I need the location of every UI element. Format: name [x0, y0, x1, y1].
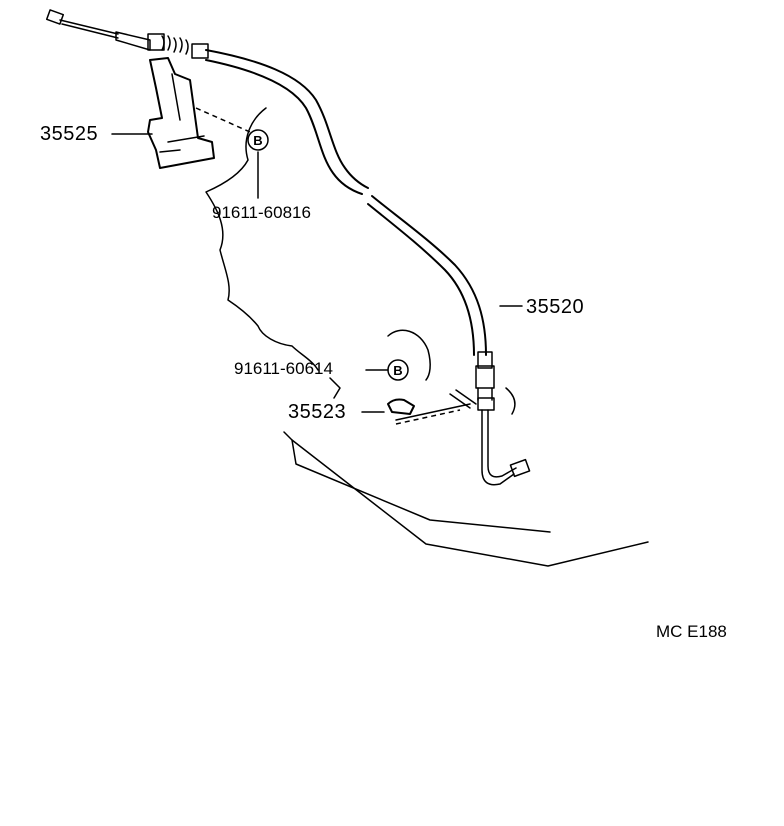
- label-35525: 35525: [40, 123, 98, 145]
- label-35520: 35520: [526, 296, 584, 318]
- label-91611-60614: 91611-60614: [234, 359, 333, 378]
- bolt-marker-lower: B: [387, 359, 409, 381]
- clamp-icon: [387, 398, 415, 415]
- leader-lines: [111, 107, 523, 425]
- label-35523: 35523: [288, 401, 346, 423]
- svg-text:B: B: [393, 363, 402, 378]
- cable-lower-end-icon: [449, 351, 531, 486]
- cable-housing-icon: [205, 49, 487, 356]
- svg-text:B: B: [253, 133, 262, 148]
- cable-upper-end-icon: [45, 9, 209, 59]
- bracket-icon: [147, 57, 215, 169]
- body-panel-outline: [205, 107, 649, 567]
- diagram-code: MC E188: [656, 622, 727, 641]
- bolt-marker-upper: B: [247, 129, 269, 151]
- label-91611-60816: 91611-60816: [212, 203, 311, 222]
